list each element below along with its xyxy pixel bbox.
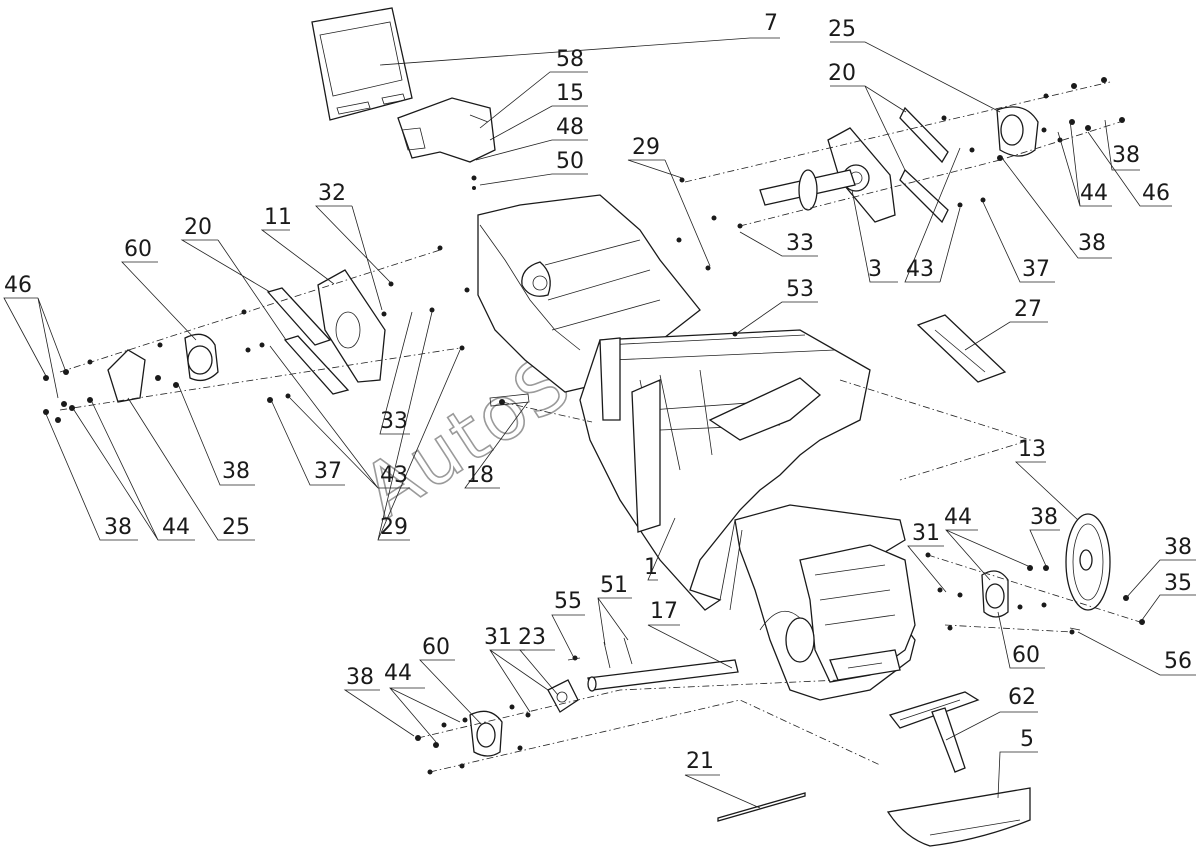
left-bearing-assembly [107,333,219,403]
callout-label: 32 [318,181,346,206]
upper-right-shaft-assembly [759,106,1039,224]
callout-label: 33 [380,409,408,434]
callout-label: 44 [944,505,972,530]
callout-label: 20 [828,61,856,86]
callout-label: 29 [380,515,408,540]
callout-label: 38 [222,459,250,484]
callout-label: 44 [1080,181,1108,206]
callout-label: 46 [4,273,32,298]
fasteners [43,77,1145,775]
callout-label: 60 [124,237,152,262]
guide-and-tray [717,691,1031,847]
callout-label: 25 [222,515,250,540]
callout-label: 43 [380,463,408,488]
alignment-lines [59,81,1141,773]
callout-label: 55 [554,589,582,614]
right-lower-bearing [981,570,1009,618]
callout-label: 38 [104,515,132,540]
callout-label: 11 [264,205,292,230]
callout-label: 20 [184,215,212,240]
cover-plate [311,7,413,121]
callout-label: 3 [868,257,882,282]
callout-label: 17 [650,599,678,624]
callout-label: 58 [556,47,584,72]
bracket-plate [397,97,496,163]
callout-label: 13 [1018,437,1046,462]
callout-label: 60 [1012,643,1040,668]
lower-shaft-assembly [469,659,739,757]
callout-label: 1 [644,555,658,580]
callout-label: 50 [556,149,584,174]
callout-label: 38 [1078,231,1106,256]
callout-label: 38 [1164,535,1192,560]
callout-label: 51 [600,573,628,598]
callout-label: 31 [912,521,940,546]
sprocket [1065,513,1111,611]
callout-label: 56 [1164,649,1192,674]
callout-label: 38 [346,665,374,690]
callout-label: 38 [1112,143,1140,168]
callout-label: 29 [632,135,660,160]
callout-label: 35 [1164,571,1192,596]
callout-label: 23 [518,625,546,650]
callout-label: 33 [786,231,814,256]
callout-label: 46 [1142,181,1170,206]
right-guide-plate [916,314,1007,383]
leader-lines [3,37,1196,809]
callout-labels: 7 58 15 48 50 29 25 20 38 44 46 33 3 43 … [4,11,1192,774]
callout-label: 48 [556,115,584,140]
callout-label: 37 [1022,257,1050,282]
callout-label: 53 [786,277,814,302]
callout-label: 5 [1020,727,1034,752]
callout-label: 15 [556,81,584,106]
callout-label: 37 [314,459,342,484]
callout-label: 21 [686,749,714,774]
callout-label: 60 [422,635,450,660]
left-plate [266,269,386,395]
callout-label: 43 [906,257,934,282]
callout-label: 38 [1030,505,1058,530]
callout-label: 7 [764,11,778,36]
callout-label: 44 [162,515,190,540]
main-housing [477,194,916,701]
callout-label: 27 [1014,297,1042,322]
callout-label: 62 [1008,685,1036,710]
callout-label: 44 [384,661,412,686]
callout-label: 31 [484,625,512,650]
callout-label: 25 [828,17,856,42]
callout-label: 18 [466,463,494,488]
